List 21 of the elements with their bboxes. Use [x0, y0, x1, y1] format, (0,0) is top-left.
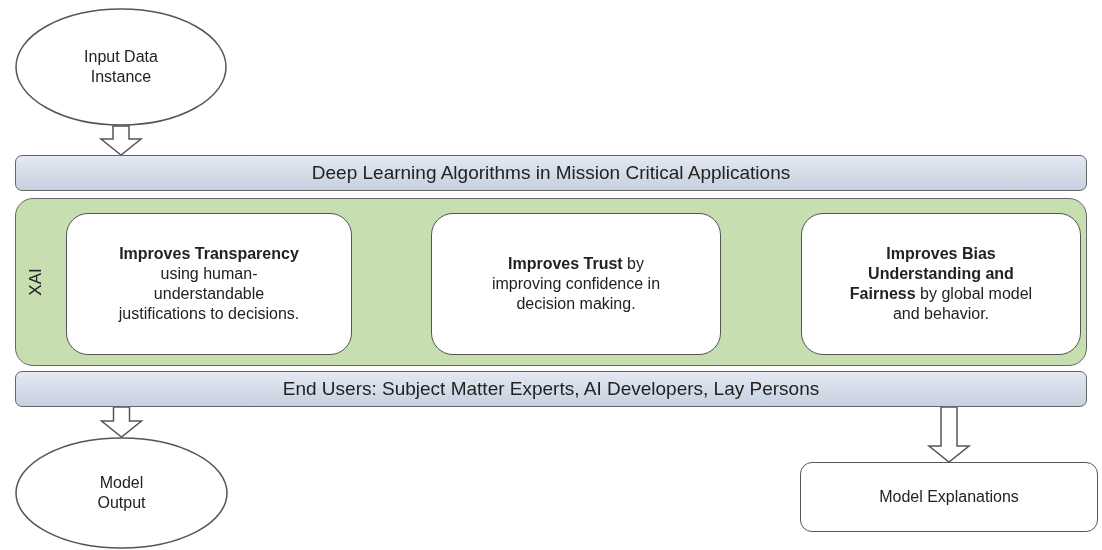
side-label: XAI — [25, 268, 46, 296]
description: Improves Bias Understanding and Fairness by global model and behavior. — [848, 244, 1034, 324]
node-label: Deep Learning Algorithms in Mission Critical Applications — [311, 161, 791, 185]
rounded-box — [800, 462, 1098, 532]
ellipse-node — [15, 8, 227, 126]
ellipse-node — [15, 437, 228, 549]
node-label: End Users: Subject Matter Experts, AI Developers, Lay Persons — [282, 377, 820, 401]
description: Improves Trust by improving confidence in decision making. — [490, 254, 662, 314]
banner-bar — [15, 155, 1087, 191]
banner-bar — [15, 371, 1087, 407]
node-label: Input Data Instance — [83, 47, 159, 87]
block-arrow — [99, 406, 144, 438]
rounded-card — [66, 213, 352, 355]
node-label: Model Output — [96, 473, 147, 513]
block-arrow — [926, 406, 972, 463]
rounded-card — [801, 213, 1081, 355]
block-arrow — [98, 125, 144, 156]
node-label: Model Explanations — [879, 487, 1019, 507]
rounded-card — [431, 213, 721, 355]
description: Improves Transparency using human-understandable justifications to decisions. — [117, 244, 301, 324]
panel-background — [15, 198, 1087, 366]
